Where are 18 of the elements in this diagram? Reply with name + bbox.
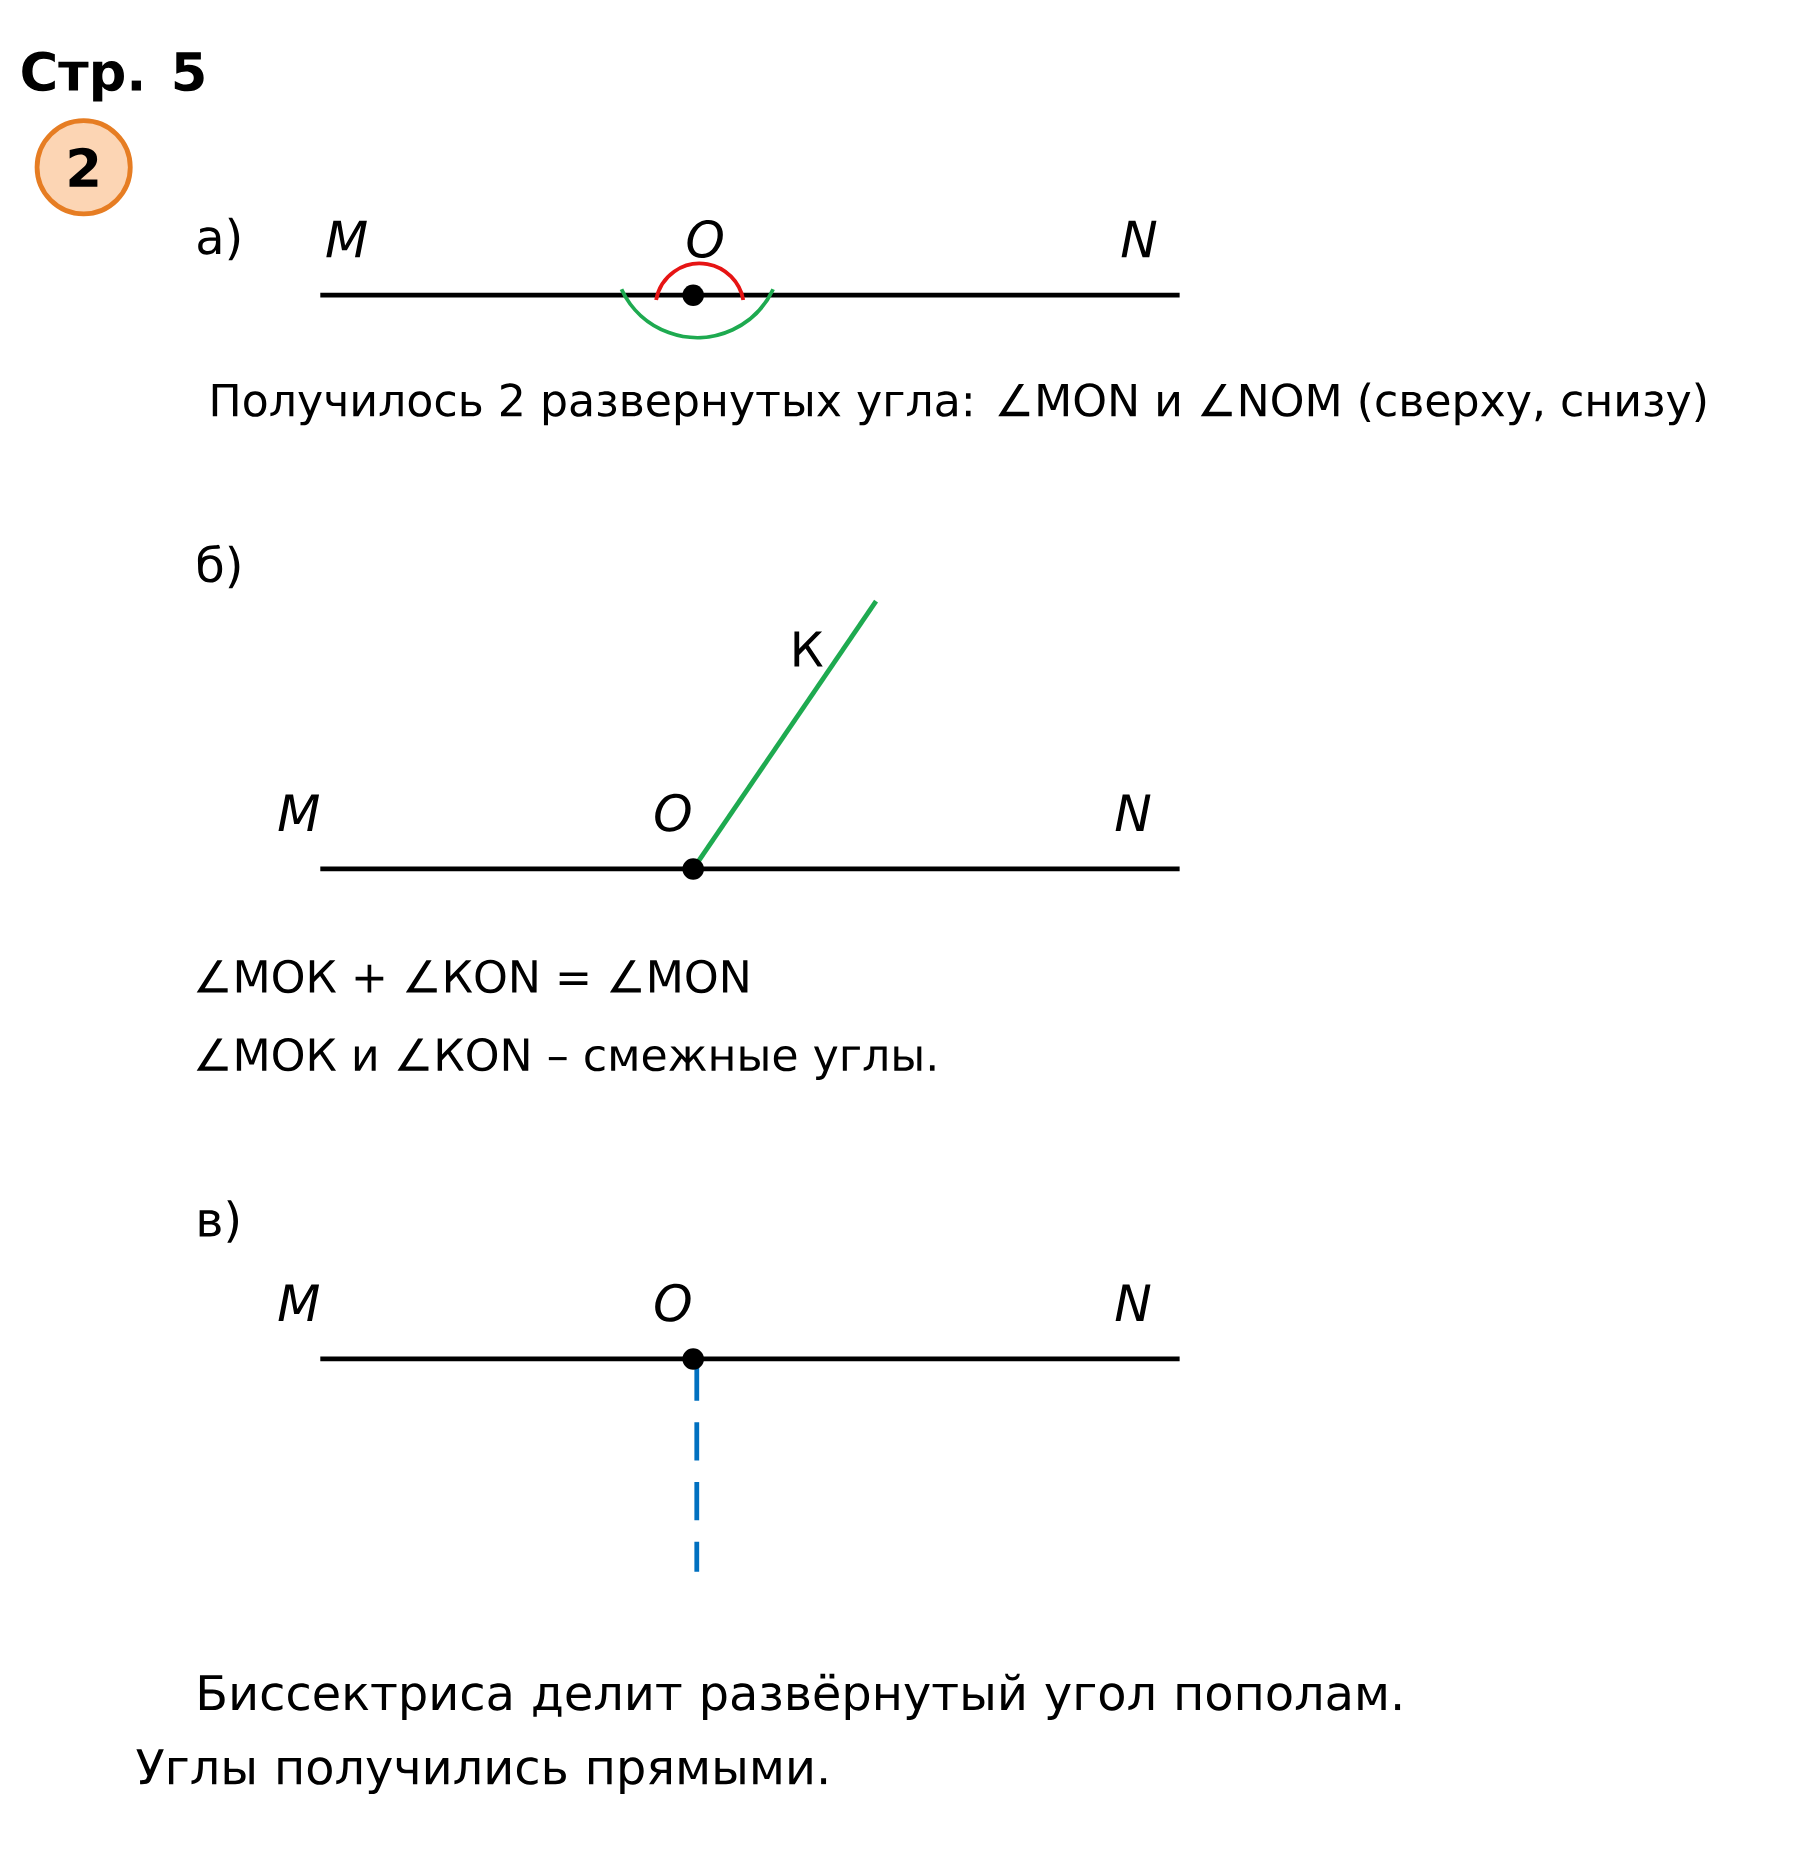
point-label: M: [326, 220, 368, 258]
point-label: N: [1115, 794, 1151, 831]
point-label: O: [687, 220, 724, 258]
part-label: а): [198, 217, 240, 261]
text-line: ∠MOК и ∠КON – смежные углы.: [196, 1037, 935, 1080]
point-label: К: [794, 631, 823, 667]
text-line: ∠MOК + ∠КON = ∠MON: [196, 959, 748, 994]
part-label: б): [198, 544, 240, 589]
paragraph: Биссектриса делит развёрнутый угол пополам. Углы получились прямыми.: [136, 1673, 1401, 1795]
point-label: M: [278, 1284, 320, 1322]
point-label: O: [655, 1283, 691, 1322]
text-line: Получилось 2 развернутых угла: ∠MON и ∠NOM (сверху, снизу): [212, 382, 1706, 426]
point-label: N: [1115, 1284, 1151, 1322]
part-label: в): [199, 1200, 239, 1243]
point-label: M: [278, 794, 320, 831]
point-label: O: [655, 793, 691, 832]
page-heading: Стр. 5: [22, 51, 204, 102]
point-label: N: [1121, 220, 1157, 258]
